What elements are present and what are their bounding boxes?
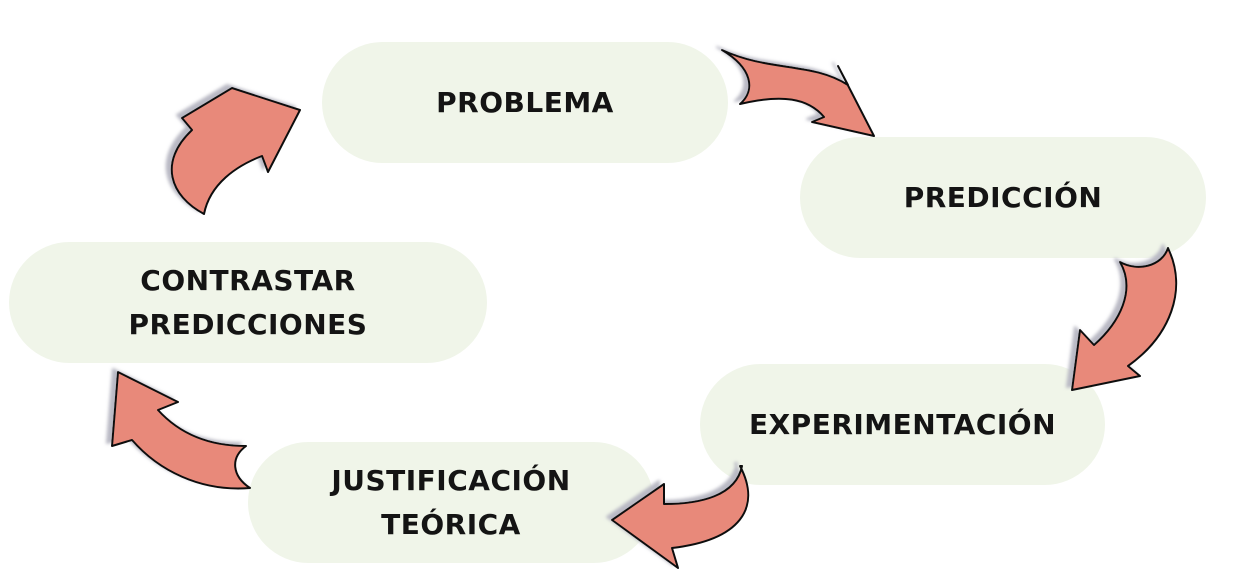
node-experimentacion: EXPERIMENTACIÓN (700, 364, 1105, 485)
node-contrastar: CONTRASTAR PREDICCIONES (9, 242, 487, 363)
node-justificacion: JUSTIFICACIÓN TEÓRICA (248, 442, 654, 563)
node-experimentacion-label: EXPERIMENTACIÓN (748, 407, 1057, 441)
arrow-problema-to-prediccion (721, 49, 875, 137)
node-prediccion: PREDICCIÓN (800, 137, 1206, 258)
node-prediccion-label: PREDICCIÓN (903, 180, 1103, 214)
node-contrastar-label: CONTRASTAR PREDICCIONES (128, 263, 368, 341)
node-problema: PROBLEMA (322, 42, 728, 163)
node-problema-label: PROBLEMA (436, 85, 614, 119)
arrow-prediccion-to-experimentacion (1071, 247, 1178, 391)
node-justificacion-label: JUSTIFICACIÓN TEÓRICA (331, 463, 571, 541)
arrow-justificacion-to-contrastar (111, 371, 251, 490)
arrow-contrastar-to-problema (170, 87, 301, 215)
